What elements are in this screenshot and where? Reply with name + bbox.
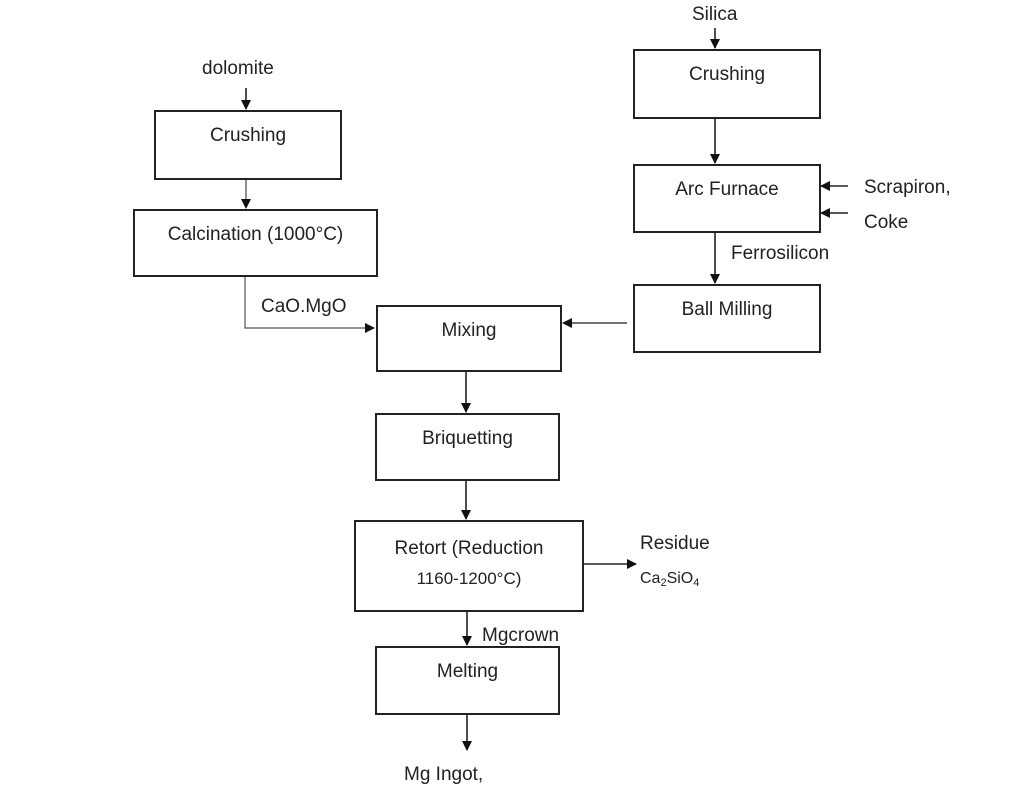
input-dolomite: dolomite bbox=[202, 58, 274, 79]
formula-subscript: 2 bbox=[660, 577, 667, 589]
formula-part: SiO bbox=[666, 570, 694, 587]
flow-label-ferrosilicon: Ferrosilicon bbox=[731, 243, 830, 264]
output-residue: Residue bbox=[640, 533, 710, 554]
formula-part: Ca bbox=[640, 570, 661, 587]
formula-subscript: 4 bbox=[693, 577, 700, 589]
process-label: Arc Furnace bbox=[675, 179, 779, 200]
process-label: Mixing bbox=[441, 320, 497, 341]
input-scrapiron: Scrapiron, bbox=[864, 177, 951, 198]
process-label: Crushing bbox=[209, 125, 287, 146]
input-coke: Coke bbox=[864, 212, 909, 233]
process-box-retort: Retort (Reduction 1160-1200°C) bbox=[354, 520, 584, 612]
process-label: Ball Milling bbox=[681, 299, 773, 320]
flow-label-cao-mgo: CaO.MgO bbox=[261, 296, 347, 317]
process-label: Calcination (1000°C) bbox=[167, 224, 344, 245]
process-box-crushing-silica: Crushing bbox=[633, 49, 821, 119]
process-box-calcination: Calcination (1000°C) bbox=[133, 209, 378, 277]
output-residue-formula: Ca2SiO4 bbox=[640, 568, 699, 594]
process-label: Briquetting bbox=[422, 428, 513, 449]
process-label: Crushing bbox=[688, 64, 766, 85]
process-label-line2: 1160-1200°C) bbox=[416, 569, 522, 588]
process-box-crushing-dolomite: Crushing bbox=[154, 110, 342, 180]
process-box-arc-furnace: Arc Furnace bbox=[633, 164, 821, 233]
process-box-ball-milling: Ball Milling bbox=[633, 284, 821, 353]
process-box-melting: Melting bbox=[375, 646, 560, 715]
output-mg-ingot: Mg Ingot, bbox=[404, 764, 484, 785]
flow-label-mg-crown: Mgcrown bbox=[482, 625, 560, 646]
process-label: Melting bbox=[436, 661, 499, 682]
input-silica: Silica bbox=[692, 4, 738, 25]
process-box-briquetting: Briquetting bbox=[375, 413, 560, 481]
process-box-mixing: Mixing bbox=[376, 305, 562, 372]
arrow-calcination-to-mixing bbox=[244, 277, 375, 333]
process-label-line1: Retort (Reduction bbox=[394, 538, 544, 559]
